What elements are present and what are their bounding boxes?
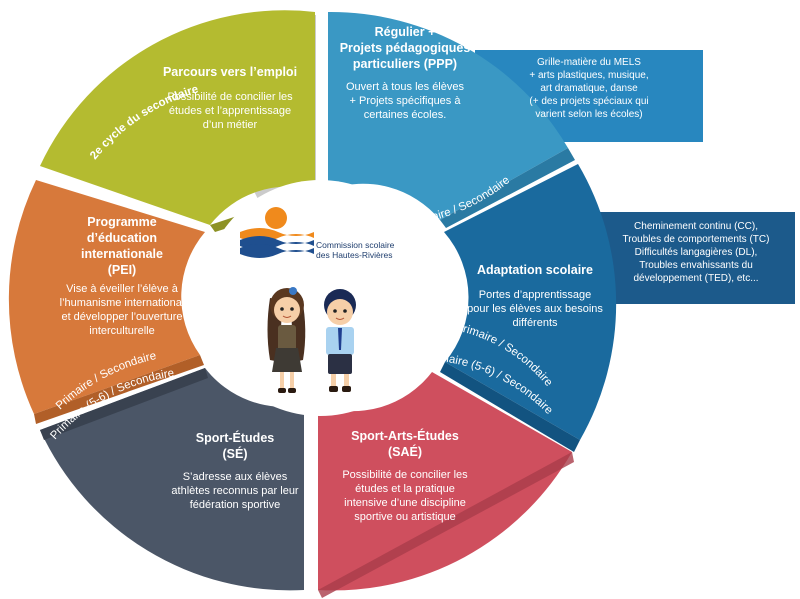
segment-title: d’éducation [86,231,158,245]
segment-desc: études et l’apprentissage [168,105,292,117]
segment-title: (PEI) [107,263,137,277]
girl-illustration-icon [267,287,306,393]
segment-title: particuliers (PPP) [352,57,458,71]
segment-sport-etudes [40,368,304,591]
segment-desc: Ouvert à tous les élèves [345,81,464,93]
segment-desc: différents [512,317,558,329]
segment-desc: l’humanisme international [59,297,185,309]
segment-title: (SÉ) [222,447,248,461]
side-box-middle-line: Cheminement continu (CC), [634,221,758,232]
side-box-top-line: art dramatique, danse [540,83,638,94]
segment-title: Programme [87,215,157,229]
segment-pei [8,180,206,414]
segment-title: Sport-Études [195,431,275,445]
logo-icon [240,207,314,258]
segment-desc: Possibilité de concilier les [167,91,293,103]
segment-text-parcours-emploi: Parcours vers l’emploi Possibilité de co… [140,64,320,132]
side-box-middle: Cheminement continu (CC), Troubles de co… [600,220,792,285]
segment-desc: sportive ou artistique [354,511,456,523]
segment-adaptation-scolaire [444,164,617,440]
segment-text-sport-etudes: Sport-Études (SÉ) S’adresse aux élèves a… [150,430,320,512]
center-circle [202,180,438,416]
side-box-top-line: varient selon les écoles) [535,109,643,120]
segment-parcours-emploi [40,10,315,226]
segment-sport-arts-etudes [318,372,572,591]
logo-line: des Hautes-Rivières [316,250,393,260]
side-box-middle-line: Troubles de comportements (TC) [622,234,770,245]
segment-desc: Portes d’apprentissage [478,289,592,301]
segment-desc: + Projets spécifiques à [349,95,461,107]
side-box-middle-line: développement (TED), etc... [633,273,759,284]
side-box-top-line: (+ des projets spéciaux qui [529,96,649,107]
segment-title: Parcours vers l’emploi [162,65,298,79]
segment-title: internationale [81,247,163,261]
segment-text-pei: Programme d’éducation internationale (PE… [42,214,202,338]
segment-title: Adaptation scolaire [477,263,593,277]
segment-desc: intensive d’une discipline [344,497,466,509]
logo-text: Commission scolaire des Hautes-Rivières [316,240,394,260]
segment-desc: études et la pratique [355,483,455,495]
segment-desc: athlètes reconnus par leur [171,485,299,497]
segment-text-sport-arts-etudes: Sport-Arts-Études (SAÉ) Possibilité de c… [330,428,480,524]
segment-text-adaptation-scolaire: Adaptation scolaire Portes d’apprentissa… [460,262,610,330]
segment-desc: interculturelle [89,325,155,337]
segment-desc: fédération sportive [189,499,281,511]
boy-illustration-icon [324,289,356,392]
segment-title: Régulier + [374,25,436,39]
segment-depth-orange [34,355,204,424]
segment-depth-slate [40,368,208,440]
segment-title: (SAÉ) [387,445,423,459]
segment-desc: Vise à éveiller l’élève à [66,283,178,295]
segment-regulier-ppp [328,11,568,221]
segment-desc: d’un métier [202,119,258,131]
side-box-middle-bg [595,212,795,304]
side-box-middle-line: Difficultés langagières (DL), [634,247,758,258]
segment-depth-red [318,452,574,598]
logo-line: Commission scolaire [316,240,395,250]
segment-desc: pour les élèves aux besoins [467,303,603,315]
side-box-top-line: Grille-matière du MELS [537,57,641,68]
segment-text-regulier-ppp: Régulier + Projets pédagogiques particul… [330,24,480,122]
side-box-middle-line: Troubles envahissants du [639,260,753,271]
segment-desc: S’adresse aux élèves [182,471,288,483]
segment-desc: et développer l’ouverture [61,311,183,323]
segment-title: Sport-Arts-Études [351,429,459,443]
side-box-top-line: + arts plastiques, musique, [529,70,649,81]
segment-depth-blue-dark [440,362,580,452]
segment-title: Projets pédagogiques [339,41,471,55]
segment-desc: certaines écoles. [363,109,447,121]
segment-depth-blue-light [440,148,575,228]
side-box-top: Grille-matière du MELS + arts plastiques… [475,56,703,121]
segment-desc: Possibilité de concilier les [342,469,468,481]
